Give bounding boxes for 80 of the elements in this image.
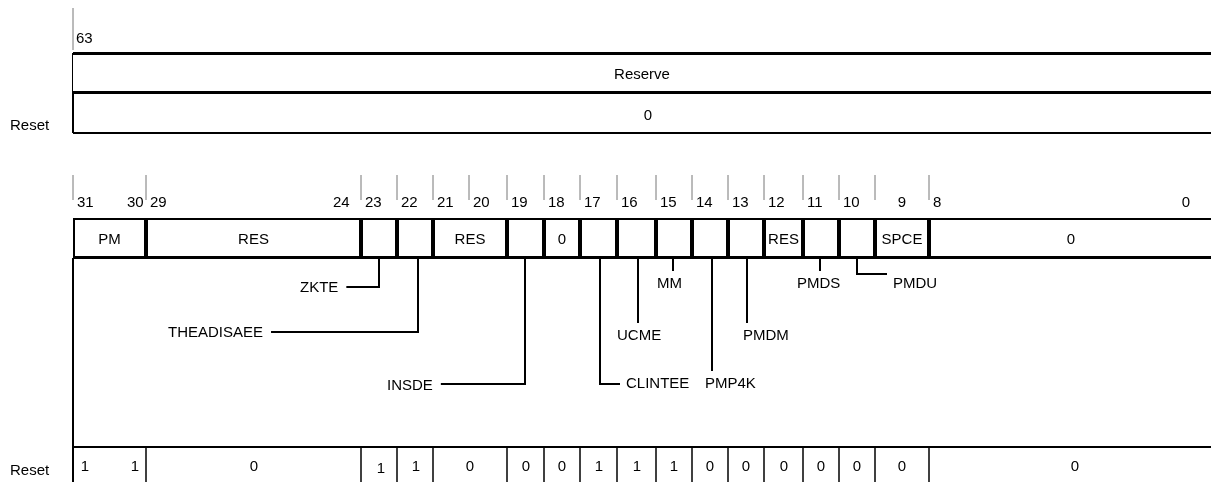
bit-number: 22 [401,193,418,211]
reset-value: 0 [897,457,907,475]
bit-number: 15 [660,193,677,211]
bit-number: 12 [768,193,785,211]
leader-line [637,257,639,324]
leader-line [711,257,713,372]
bit-number: 8 [933,193,942,211]
reset-value: 0 [643,106,653,124]
leader-line [819,257,821,272]
reset-value: 1 [411,457,421,475]
row-label: Reset [10,116,50,134]
bit-field: RES [764,218,803,258]
reset-value: 0 [557,457,567,475]
field-name: ZKTE [300,278,339,296]
bit-number: 29 [150,193,167,211]
bit-number: 0 [1181,193,1191,211]
leader-line [345,257,380,288]
reset-value: 0 [1070,457,1080,475]
bit-field-box [397,218,433,258]
bit-field: 0 [544,218,580,258]
bit-number: 21 [437,193,454,211]
reset-value: 0 [465,457,475,475]
reset-value: 0 [779,457,789,475]
bit-number: 19 [511,193,528,211]
bit-number: 10 [843,193,860,211]
field-name: MM [657,274,682,292]
bit-number: 11 [807,193,823,211]
field-name: PMDU [893,274,938,292]
bit-field-box [803,218,839,258]
bit-number: 17 [584,193,601,211]
bit-field-box [728,218,764,258]
bit-field-box [692,218,728,258]
bit-number: 63 [76,29,93,47]
reset-value: 0 [852,457,862,475]
leader-line [270,257,419,333]
bit-field: RES [433,218,507,258]
reset-value: 1 [80,457,90,475]
reset-value: 0 [816,457,826,475]
field-name: PMP4K [705,374,756,392]
bit-field-box [617,218,656,258]
reset-value: 1 [632,457,642,475]
bit-number: 31 [77,193,94,211]
leader-line [439,257,526,385]
bit-field: PM [73,218,146,258]
bit-field-box [656,218,692,258]
bit-number: 24 [333,193,350,211]
bit-field-box [507,218,544,258]
bit-number: 14 [696,193,713,211]
bit-number: 20 [473,193,490,211]
bit-field-box [839,218,875,258]
leader-line [746,257,748,324]
bit-number: 30 [127,193,144,211]
bit-field: 0 [929,218,1211,258]
field-name: PMDM [743,326,789,344]
leader-line [672,257,674,272]
bit-number: 9 [897,193,907,211]
reset-value: 1 [594,457,604,475]
bit-field-box [580,218,617,258]
field-name: PMDS [797,274,841,292]
bit-number: 16 [621,193,638,211]
field-name: CLINTEE [626,374,690,392]
field-name: UCME [617,326,662,344]
bit-number: 23 [365,193,382,211]
leader-line [599,257,621,385]
reset-value: 0 [705,457,715,475]
bit-field: RES [146,218,361,258]
reset-value: 1 [669,457,679,475]
field-name: INSDE [387,376,433,394]
row-label: Reset [10,461,50,479]
reset-value: 1 [376,459,386,477]
bit-field-box [361,218,397,258]
reset-value: 0 [249,457,259,475]
bit-number: 13 [732,193,749,211]
bit-field: SPCE [875,218,929,258]
reset-value: 1 [130,457,140,475]
leader-line [856,257,888,275]
field-name: THEADISAEE [168,323,264,341]
reset-value: 0 [521,457,531,475]
reset-value: 0 [741,457,751,475]
bit-number: 18 [548,193,565,211]
